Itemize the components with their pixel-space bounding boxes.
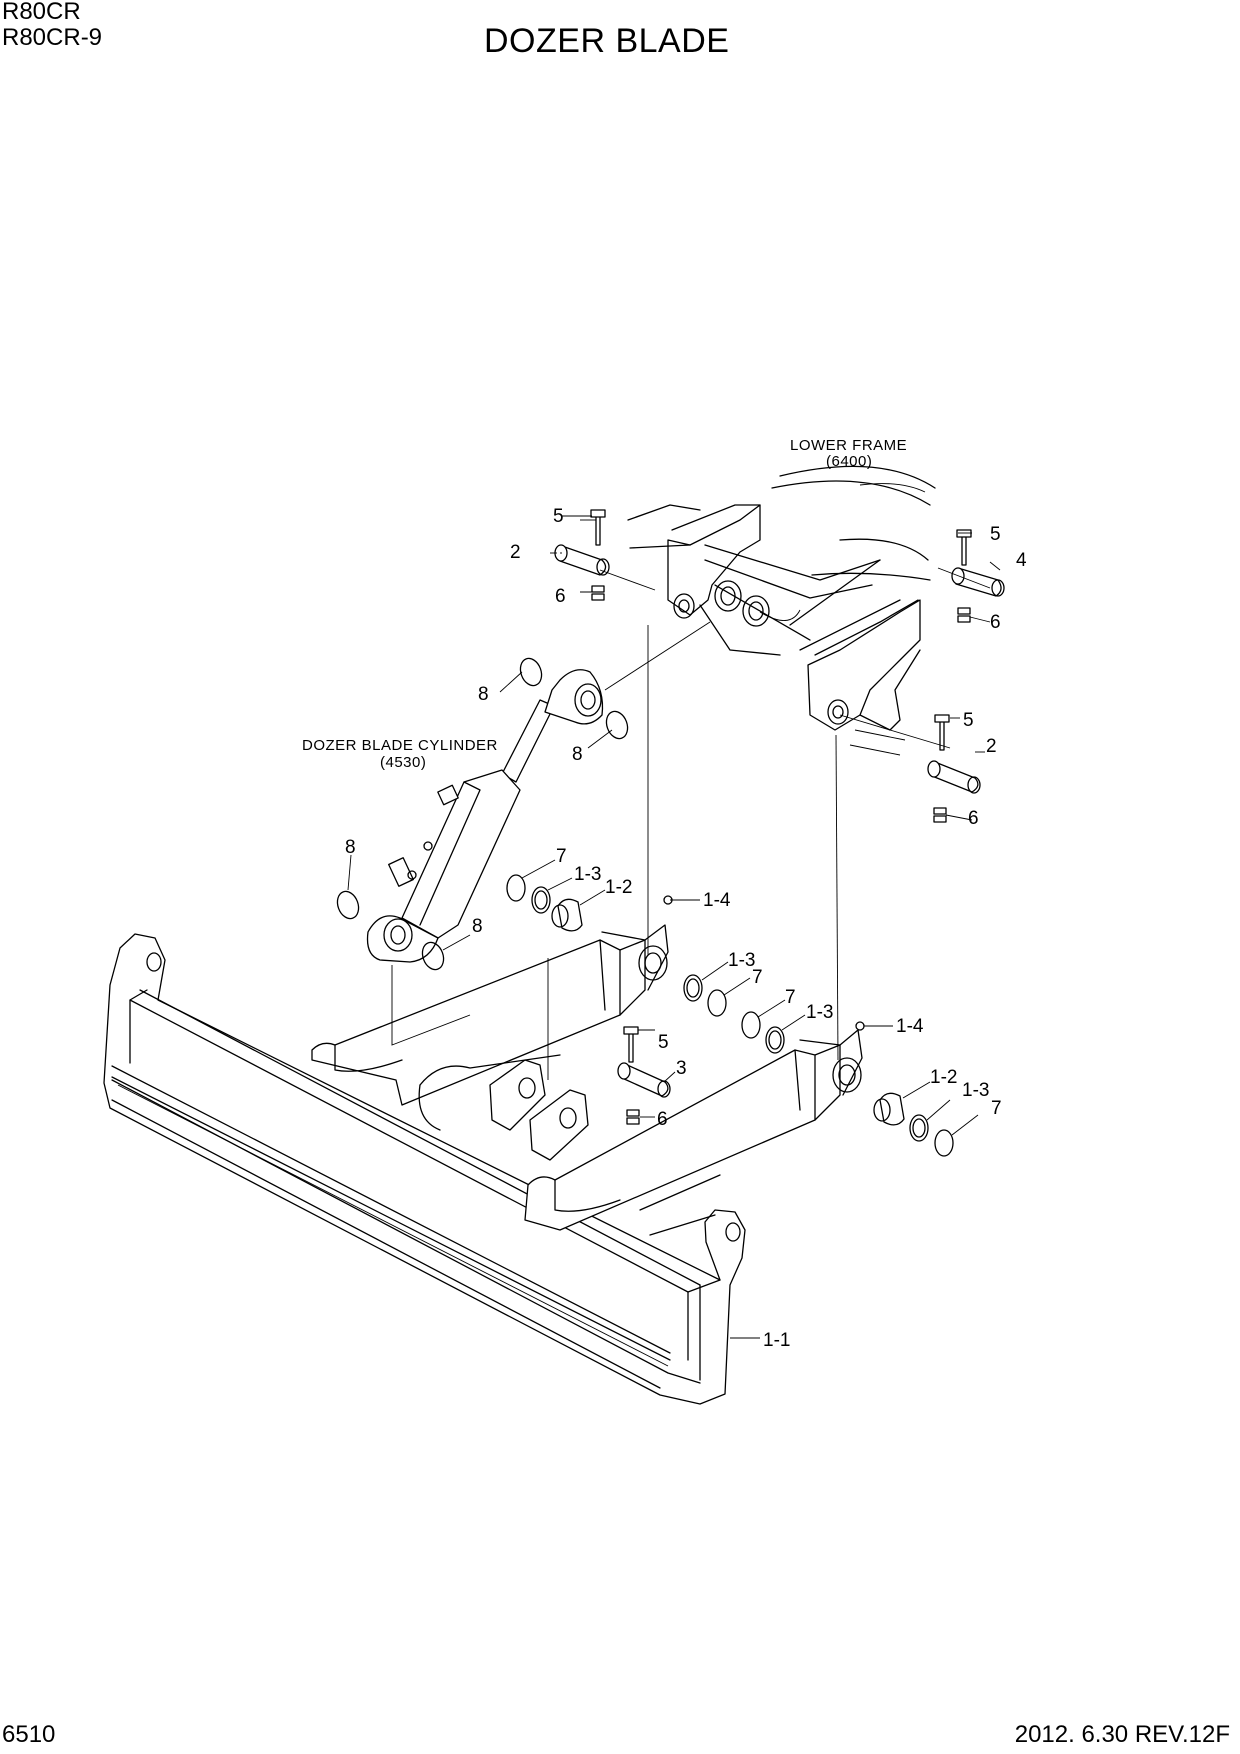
callout-1-3: 1-3 bbox=[574, 864, 601, 885]
callout-6: 6 bbox=[990, 612, 1001, 633]
callout-4: 4 bbox=[1016, 550, 1027, 571]
callout-5: 5 bbox=[658, 1032, 669, 1053]
callout-1-4: 1-4 bbox=[896, 1016, 924, 1037]
lower-frame-illustration bbox=[627, 465, 936, 756]
callout-1-4: 1-4 bbox=[703, 890, 731, 911]
callout-7: 7 bbox=[556, 846, 567, 867]
cylinder-caption: DOZER BLADE CYLINDER bbox=[302, 737, 498, 754]
callout-7: 7 bbox=[991, 1098, 1002, 1119]
callout-1-2: 1-2 bbox=[930, 1067, 957, 1088]
callout-5: 5 bbox=[990, 524, 1001, 545]
callout-1-3: 1-3 bbox=[728, 950, 755, 971]
callout-1-2: 1-2 bbox=[605, 877, 632, 898]
callout-1-3: 1-3 bbox=[806, 1002, 833, 1023]
revision-date: 2012. 6.30 REV.12F bbox=[1014, 1721, 1230, 1748]
model-label-r80cr: R80CR bbox=[2, 0, 81, 25]
callout-6: 6 bbox=[555, 586, 566, 607]
callout-8: 8 bbox=[345, 837, 356, 858]
model-label-r80cr-9: R80CR-9 bbox=[2, 24, 103, 51]
callout-6: 6 bbox=[657, 1109, 668, 1130]
page-title: DOZER BLADE bbox=[484, 22, 730, 60]
callout-1-3: 1-3 bbox=[962, 1080, 989, 1101]
loose-parts bbox=[336, 509, 1005, 1157]
callout-6: 6 bbox=[968, 808, 979, 829]
callout-2: 2 bbox=[510, 542, 521, 563]
callout-3: 3 bbox=[676, 1058, 687, 1079]
lower-frame-caption: LOWER FRAME bbox=[790, 437, 907, 454]
callout-8: 8 bbox=[478, 684, 489, 705]
callout-2: 2 bbox=[986, 736, 997, 757]
lower-frame-reference: (6400) bbox=[826, 453, 872, 470]
callout-7: 7 bbox=[752, 967, 763, 988]
callout-8: 8 bbox=[572, 744, 583, 765]
page-number: 6510 bbox=[2, 1721, 56, 1748]
callout-8: 8 bbox=[472, 916, 483, 937]
dozer-blade-illustration bbox=[103, 924, 863, 1405]
callout-5: 5 bbox=[553, 506, 564, 527]
dozer-blade-cylinder-illustration bbox=[366, 669, 604, 963]
callout-7: 7 bbox=[785, 987, 796, 1008]
cylinder-reference: (4530) bbox=[380, 754, 426, 771]
leader-lines bbox=[347, 515, 1001, 1339]
callout-1-1: 1-1 bbox=[763, 1330, 790, 1351]
callout-5: 5 bbox=[963, 710, 974, 731]
